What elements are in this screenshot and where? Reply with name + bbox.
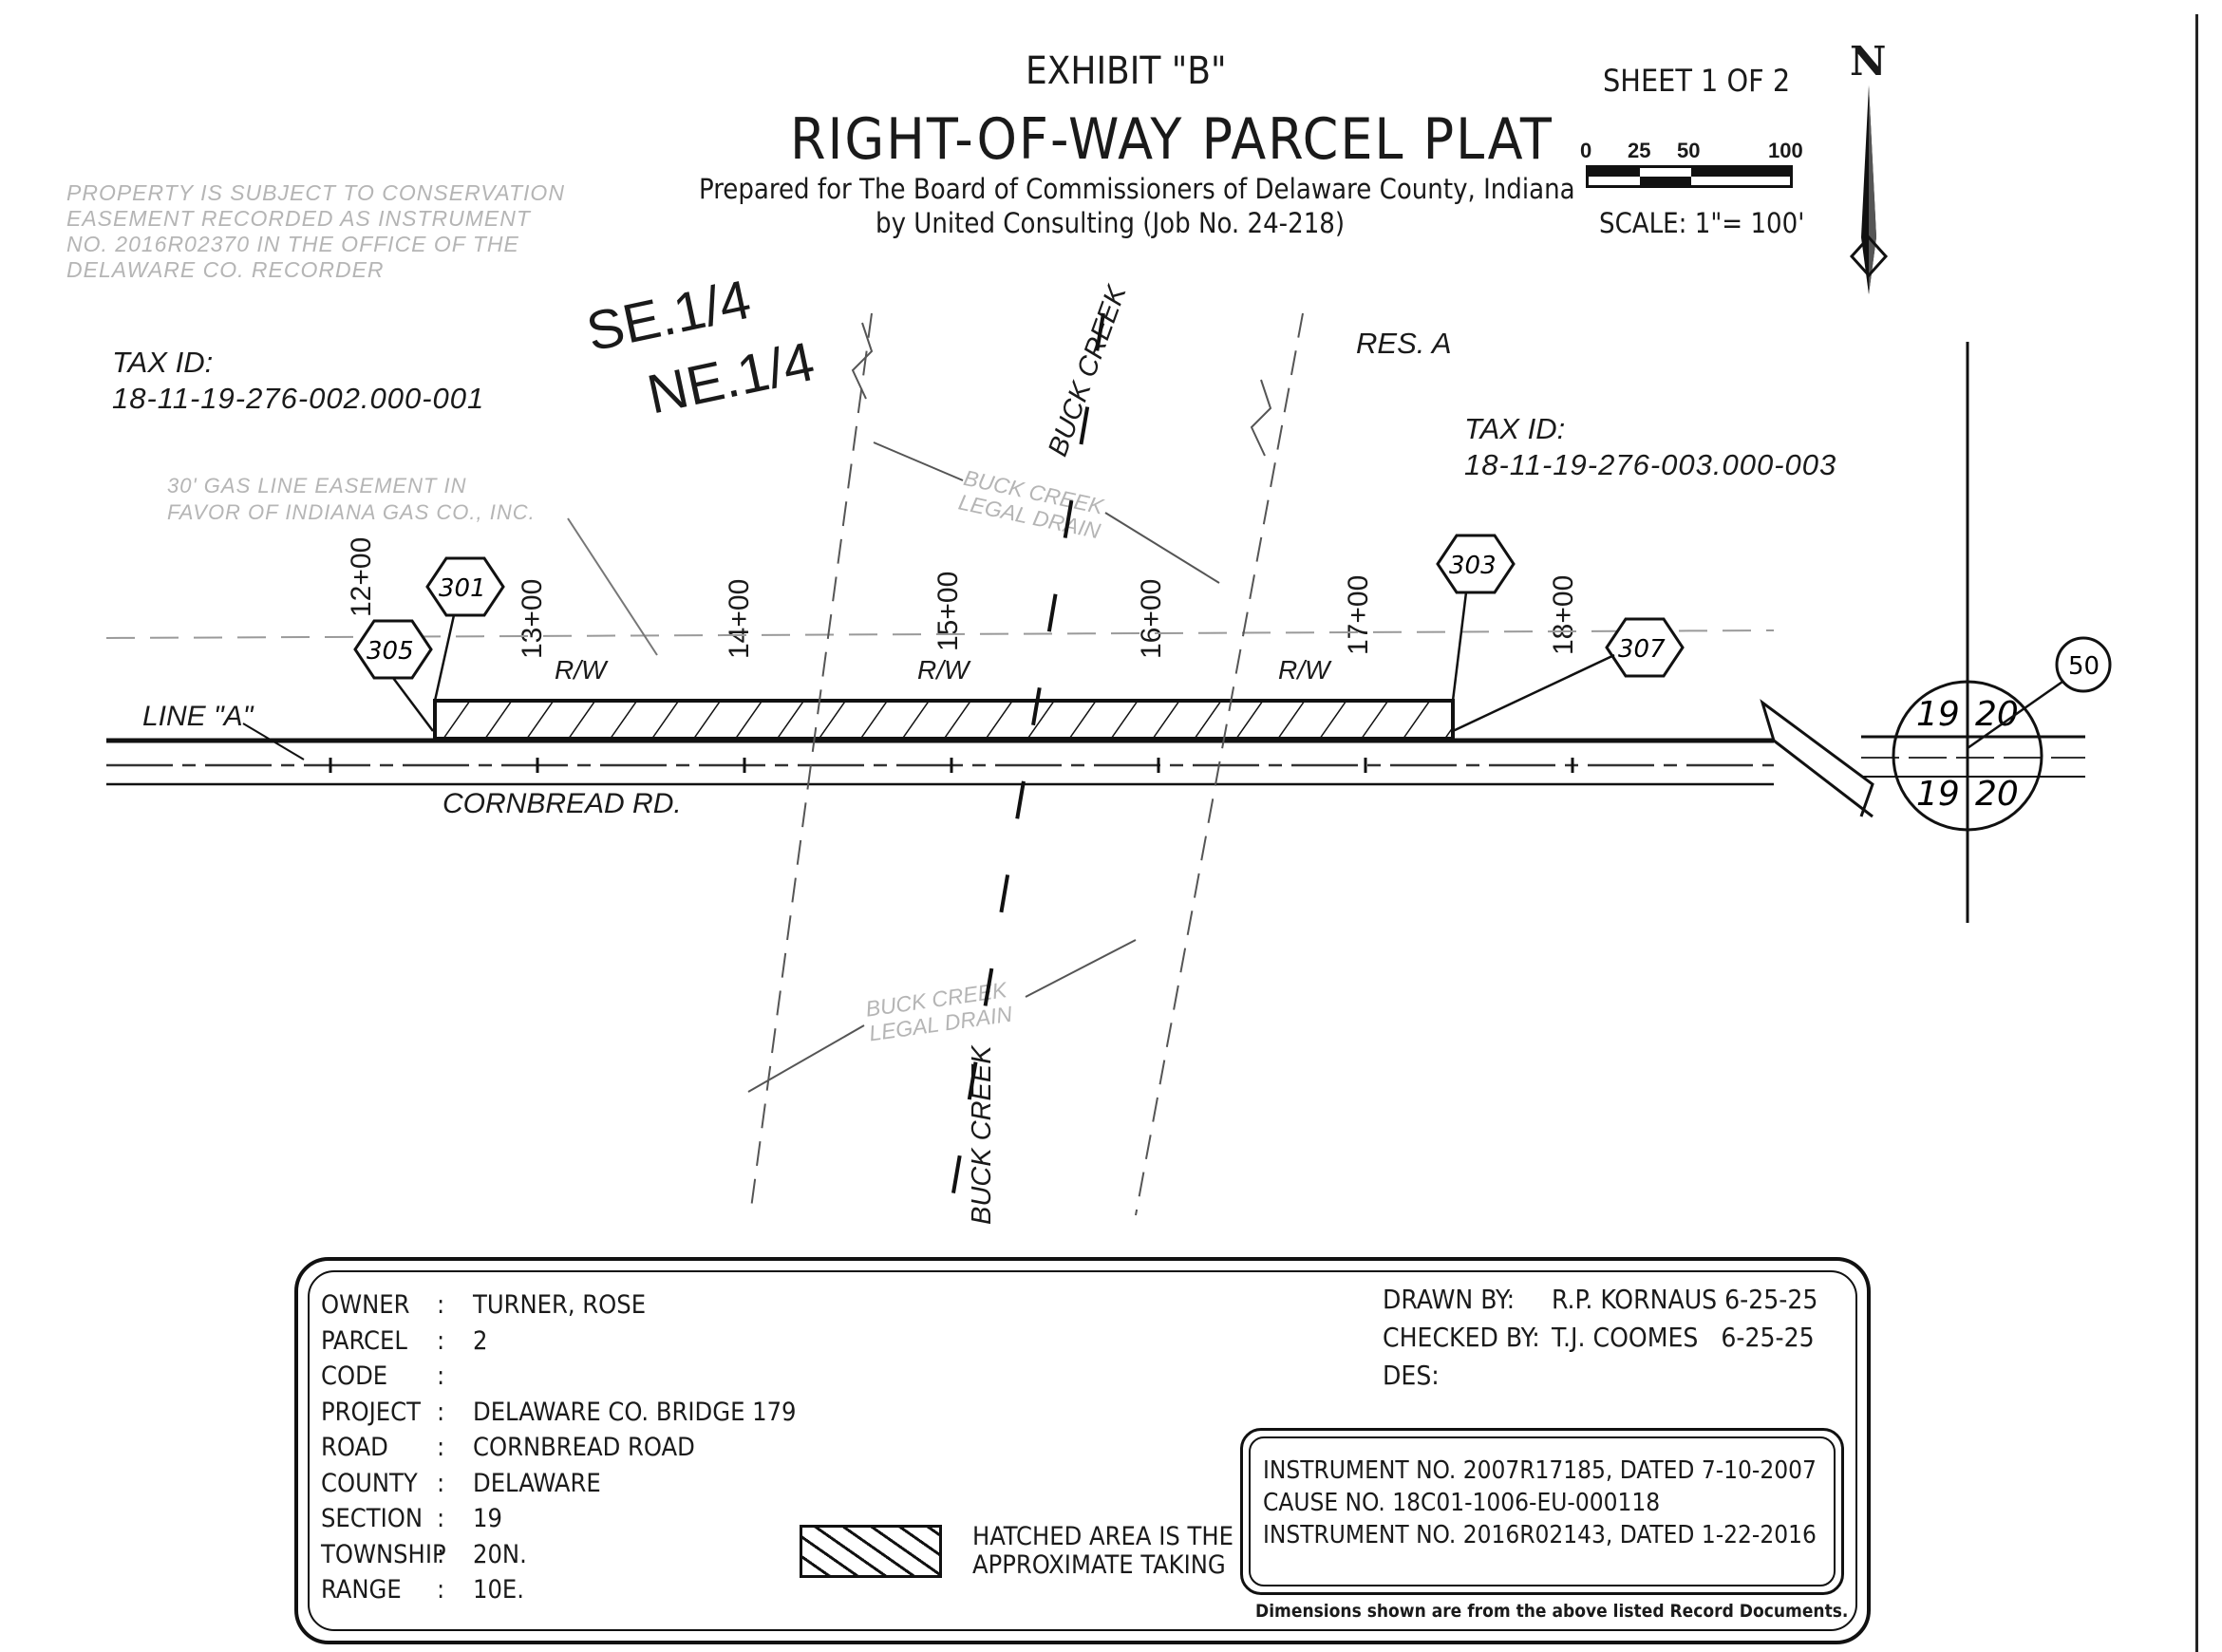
title-block (294, 1257, 1871, 1644)
field-project: PROJECT:DELAWARE CO. BRIDGE 179 (321, 1397, 797, 1427)
point-305 (353, 619, 433, 680)
tax-id-right: 18-11-19-276-003.000-003 (1464, 448, 1837, 481)
frame-right-edge (2195, 14, 2198, 1652)
field-code: CODE: (321, 1361, 445, 1391)
rw-label-3: R/W (1278, 655, 1330, 685)
exhibit-label: EXHIBIT "B" (1026, 49, 1227, 93)
point-305-label: 305 (367, 637, 414, 666)
existing-rw-line (105, 629, 1775, 639)
drain-break-symbols (851, 322, 1272, 457)
sheet-number: SHEET 1 OF 2 (1603, 63, 1791, 99)
instrument-box (1240, 1428, 1844, 1595)
section-num-sw: 19 (1916, 775, 1960, 814)
section-corner-circle (1892, 680, 2043, 832)
field-township: TOWNSHIP:20N. (321, 1539, 527, 1569)
scale-label-25: 25 (1628, 139, 1651, 162)
section-num-nw: 19 (1916, 695, 1960, 734)
field-owner: OWNER:TURNER, ROSE (321, 1290, 647, 1320)
hatched-taking-area (433, 699, 1455, 741)
tax-id-left-label: TAX ID: (112, 346, 214, 379)
tax-id-left: 18-11-19-276-002.000-001 (112, 382, 485, 415)
des-label: DES: (1383, 1360, 1440, 1391)
legend-hatch-swatch (800, 1525, 942, 1578)
scale-label-0: 0 (1580, 139, 1592, 162)
creek-centerline (948, 312, 1105, 1216)
gas-easement-leader (567, 517, 658, 656)
point-301-label: 301 (439, 574, 486, 603)
field-road: ROAD:CORNBREAD ROAD (321, 1433, 695, 1462)
field-section: SECTION:19 (321, 1504, 502, 1533)
drain-leaders (747, 441, 1220, 1093)
corner-ref-label: 50 (2068, 652, 2100, 681)
point-301 (425, 556, 505, 617)
plat-drawing: 305 301 303 307 19 20 19 20 50 (105, 312, 2112, 1216)
match-break-line (1760, 699, 1874, 817)
checked-by: CHECKED BY:T.J. COOMES 6-25-25 (1383, 1322, 1815, 1353)
field-county: COUNTY:DELAWARE (321, 1468, 601, 1498)
title-block-fields: OWNER:TURNER, ROSE PARCEL:2 CODE: PROJEC… (321, 1287, 796, 1608)
prepared-for-text: Prepared for The Board of Commissioners … (699, 173, 1575, 205)
field-parcel: PARCEL:2 (321, 1325, 488, 1356)
line-a-leader (242, 723, 305, 760)
line-a-label: LINE "A" (142, 701, 254, 732)
prepared-by-text: by United Consulting (Job No. 24-218) (876, 207, 1346, 239)
section-num-se: 20 (1975, 775, 2019, 814)
rw-label-2: R/W (917, 655, 970, 685)
page-title: RIGHT-OF-WAY PARCEL PLAT (790, 106, 1554, 173)
point-307-label: 307 (1618, 635, 1666, 664)
road-name: CORNBREAD RD. (443, 788, 682, 819)
station-ticks (329, 758, 1574, 773)
drawn-by: DRAWN BY:R.P. KORNAUS 6-25-25 (1383, 1284, 1818, 1315)
scale-label-100: 100 (1768, 139, 1803, 162)
scale-text: SCALE: 1"= 100' (1599, 207, 1805, 239)
point-307 (1605, 617, 1685, 678)
scale-label-50: 50 (1677, 139, 1701, 162)
scale-bar (1586, 165, 1793, 188)
north-letter: N (1850, 38, 1887, 84)
point-303-label: 303 (1449, 552, 1497, 580)
field-range: RANGE:10E. (321, 1575, 524, 1605)
legend-text: HATCHED AREA IS THE APPROXIMATE TAKING (972, 1522, 1233, 1580)
gas-easement-note: 30' GAS LINE EASEMENT IN FAVOR OF INDIAN… (167, 474, 536, 524)
instrument-list: INSTRUMENT NO. 2007R17185, DATED 7-10-20… (1263, 1456, 1817, 1549)
point-303 (1436, 534, 1516, 594)
conservation-easement-note: PROPERTY IS SUBJECT TO CONSERVATION EASE… (66, 180, 565, 282)
corner-ref-circle (2055, 636, 2112, 693)
reserve-label: RES. A (1356, 327, 1452, 360)
rw-label-1: R/W (555, 655, 607, 685)
north-arrow-icon (1849, 85, 1889, 294)
footnote: Dimensions shown are from the above list… (1255, 1601, 1849, 1622)
legal-drain-boundaries (749, 312, 1304, 1216)
tax-id-right-label: TAX ID: (1464, 412, 1566, 445)
